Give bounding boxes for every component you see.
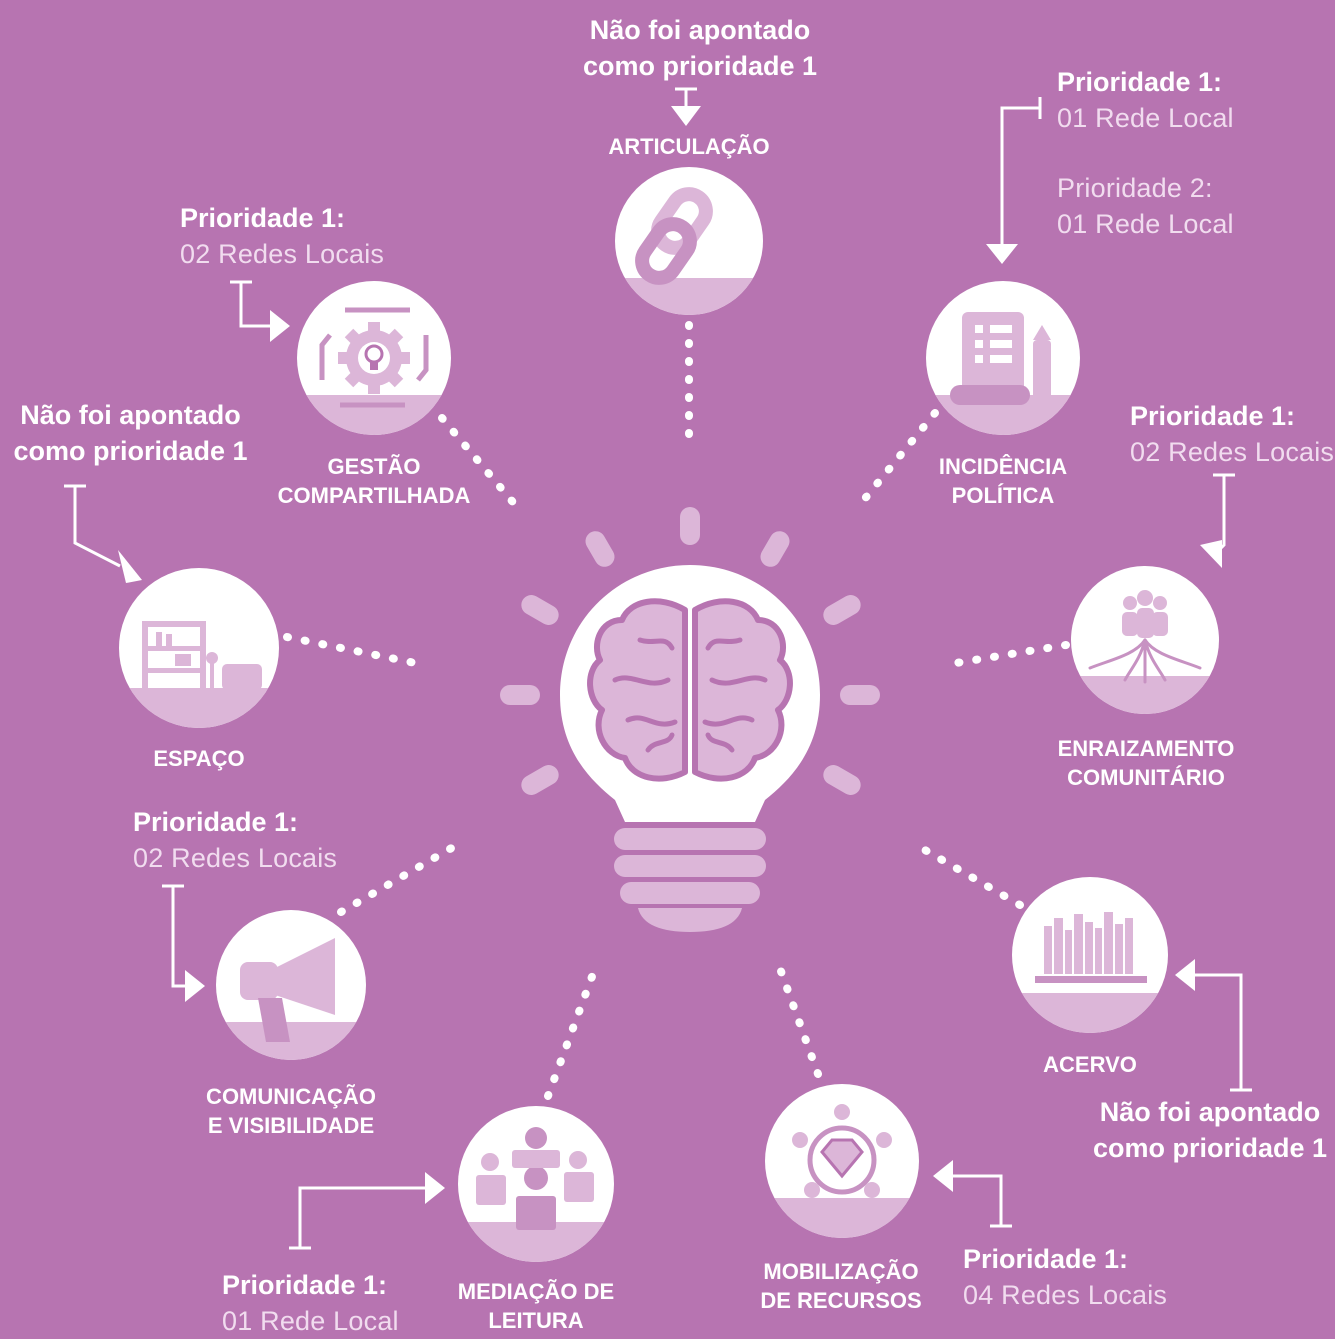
note-articulacao: Não foi apontado como prioridade 1 xyxy=(582,15,818,81)
node-circle-mobilizacao xyxy=(765,1084,919,1238)
arrow-mobilizacao xyxy=(933,1160,1012,1228)
document-pen-icon xyxy=(950,312,1051,405)
node-title-espaco: ESPAÇO xyxy=(153,746,245,771)
node-circle-espaco xyxy=(119,568,279,728)
gear-lightbulb-icon xyxy=(319,307,429,408)
arrow-acervo xyxy=(1175,959,1252,1092)
dotted-connectors xyxy=(283,321,1070,1100)
arrow-comunicacao xyxy=(162,884,205,1002)
arrow-enraizamento xyxy=(1200,473,1235,568)
people-roots-icon xyxy=(1088,590,1202,684)
node-circle-comunicacao xyxy=(216,910,366,1060)
megaphone-icon xyxy=(240,938,335,1042)
node-circle-articulacao xyxy=(615,167,763,315)
connector-mediacao xyxy=(544,959,601,1100)
connector-mobilizacao xyxy=(774,959,822,1078)
bookshelf-icon xyxy=(1035,912,1147,983)
connector-espaco xyxy=(283,633,429,669)
note-gestao: Prioridade 1: 02 Redes Locais xyxy=(180,203,385,269)
node-title-acervo: ACERVO xyxy=(1043,1052,1137,1077)
arrow-incidencia xyxy=(986,97,1042,264)
node-circle-acervo xyxy=(1012,877,1168,1033)
connector-gestao xyxy=(438,414,521,511)
arrow-gestao xyxy=(230,280,290,342)
node-circle-gestao xyxy=(297,281,451,435)
connector-acervo xyxy=(914,842,1024,909)
note-comunicacao: Prioridade 1: 02 Redes Locais xyxy=(133,807,338,873)
chain-link-icon xyxy=(635,187,713,285)
note-incidencia: Prioridade 1: 01 Rede Local Prioridade 2… xyxy=(1057,67,1234,239)
room-furniture-icon xyxy=(142,621,262,697)
node-title-articulacao: ARTICULAÇÃO xyxy=(608,134,770,159)
arrow-mediacao xyxy=(289,1172,445,1250)
note-enraizamento: Prioridade 1: 02 Redes Locais xyxy=(1130,401,1335,467)
note-mediacao: Prioridade 1: 01 Rede Local xyxy=(222,1270,399,1336)
reading-people-icon xyxy=(476,1127,594,1230)
connector-incidencia xyxy=(854,409,939,511)
note-espaco: Não foi apontado como prioridade 1 xyxy=(13,400,248,466)
node-circle-incidencia xyxy=(926,281,1080,435)
connector-enraizamento xyxy=(946,641,1070,668)
arrow-articulacao xyxy=(671,87,701,126)
arrows xyxy=(64,87,1252,1250)
note-mobilizacao: Prioridade 1: 04 Redes Locais xyxy=(963,1244,1168,1310)
node-circle-enraizamento xyxy=(1071,566,1219,714)
note-acervo: Não foi apontado como prioridade 1 xyxy=(1092,1097,1328,1163)
lightbulb-brain-icon xyxy=(500,507,880,932)
connector-comunicacao xyxy=(337,842,459,916)
diamond-group-icon xyxy=(792,1104,892,1198)
node-circle-mediacao xyxy=(458,1106,614,1262)
arrow-espaco xyxy=(64,484,142,583)
